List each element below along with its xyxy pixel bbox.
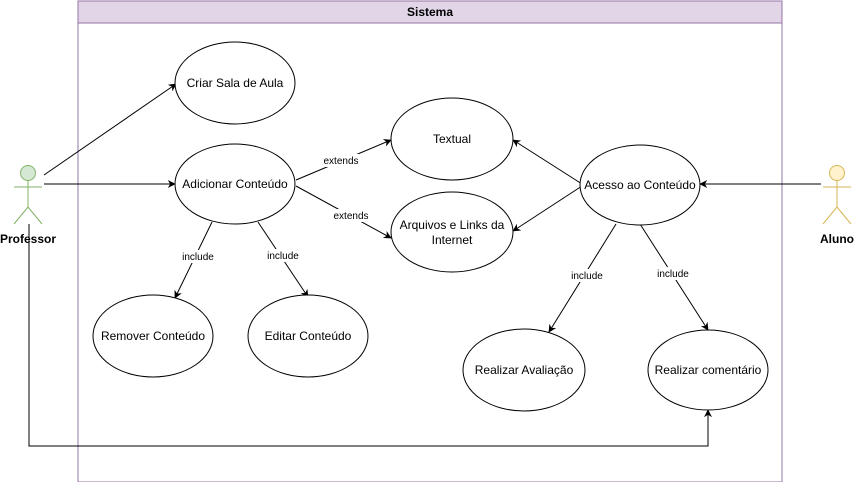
- professor-label: Professor: [0, 232, 56, 246]
- professor-head: [20, 165, 36, 181]
- use-case-realizar-avaliacao-label: Realizar Avaliação: [475, 363, 574, 377]
- use-case-acesso-conteudo-label: Acesso ao Conteúdo: [584, 178, 696, 192]
- system-header: [77, 0, 783, 24]
- aluno-head: [829, 165, 845, 181]
- use-case-criar-sala-label: Criar Sala de Aula: [187, 76, 284, 90]
- aluno-label: Aluno: [820, 232, 854, 246]
- use-case-arquivos-links[interactable]: Arquivos e Links da Internet: [390, 191, 514, 273]
- use-case-editar-conteudo[interactable]: Editar Conteúdo: [247, 294, 369, 378]
- use-case-acesso-conteudo[interactable]: Acesso ao Conteúdo: [579, 144, 701, 226]
- label-extends-textual: extends: [323, 156, 358, 167]
- label-include-editar: include: [267, 251, 299, 262]
- aluno-actor[interactable]: [822, 165, 852, 225]
- use-case-textual-label: Textual: [433, 132, 471, 146]
- use-case-realizar-comentario-label: Realizar comentário: [655, 363, 762, 377]
- edge-professor-comentario: [28, 224, 712, 447]
- use-case-arquivos-links-label-line2: Internet: [432, 233, 473, 247]
- use-case-remover-conteudo[interactable]: Remover Conteúdo: [92, 294, 214, 378]
- use-case-editar-conteudo-label: Editar Conteúdo: [265, 329, 352, 343]
- use-case-realizar-avaliacao[interactable]: Realizar Avaliação: [462, 328, 586, 412]
- label-include-remover: include: [182, 252, 214, 263]
- label-include-comentario: include: [657, 269, 689, 280]
- use-case-remover-conteudo-label: Remover Conteúdo: [101, 329, 205, 343]
- edge-acesso-textual: [512, 139, 583, 185]
- use-case-realizar-comentario[interactable]: Realizar comentário: [647, 329, 769, 411]
- edge-acesso-arquivos: [512, 185, 583, 232]
- use-case-textual[interactable]: Textual: [390, 97, 514, 181]
- label-include-avaliacao: include: [571, 271, 603, 282]
- label-extends-arquivos: extends: [333, 211, 368, 222]
- system-title: Sistema: [407, 5, 453, 19]
- use-case-arquivos-links-label-line1: Arquivos e Links da: [400, 218, 505, 232]
- professor-actor[interactable]: [13, 165, 43, 225]
- use-case-criar-sala[interactable]: Criar Sala de Aula: [174, 41, 296, 125]
- use-case-adicionar-conteudo[interactable]: Adicionar Conteúdo: [174, 143, 296, 225]
- use-case-adicionar-conteudo-label: Adicionar Conteúdo: [182, 177, 288, 191]
- edge-professor-criar-sala: [43, 83, 177, 176]
